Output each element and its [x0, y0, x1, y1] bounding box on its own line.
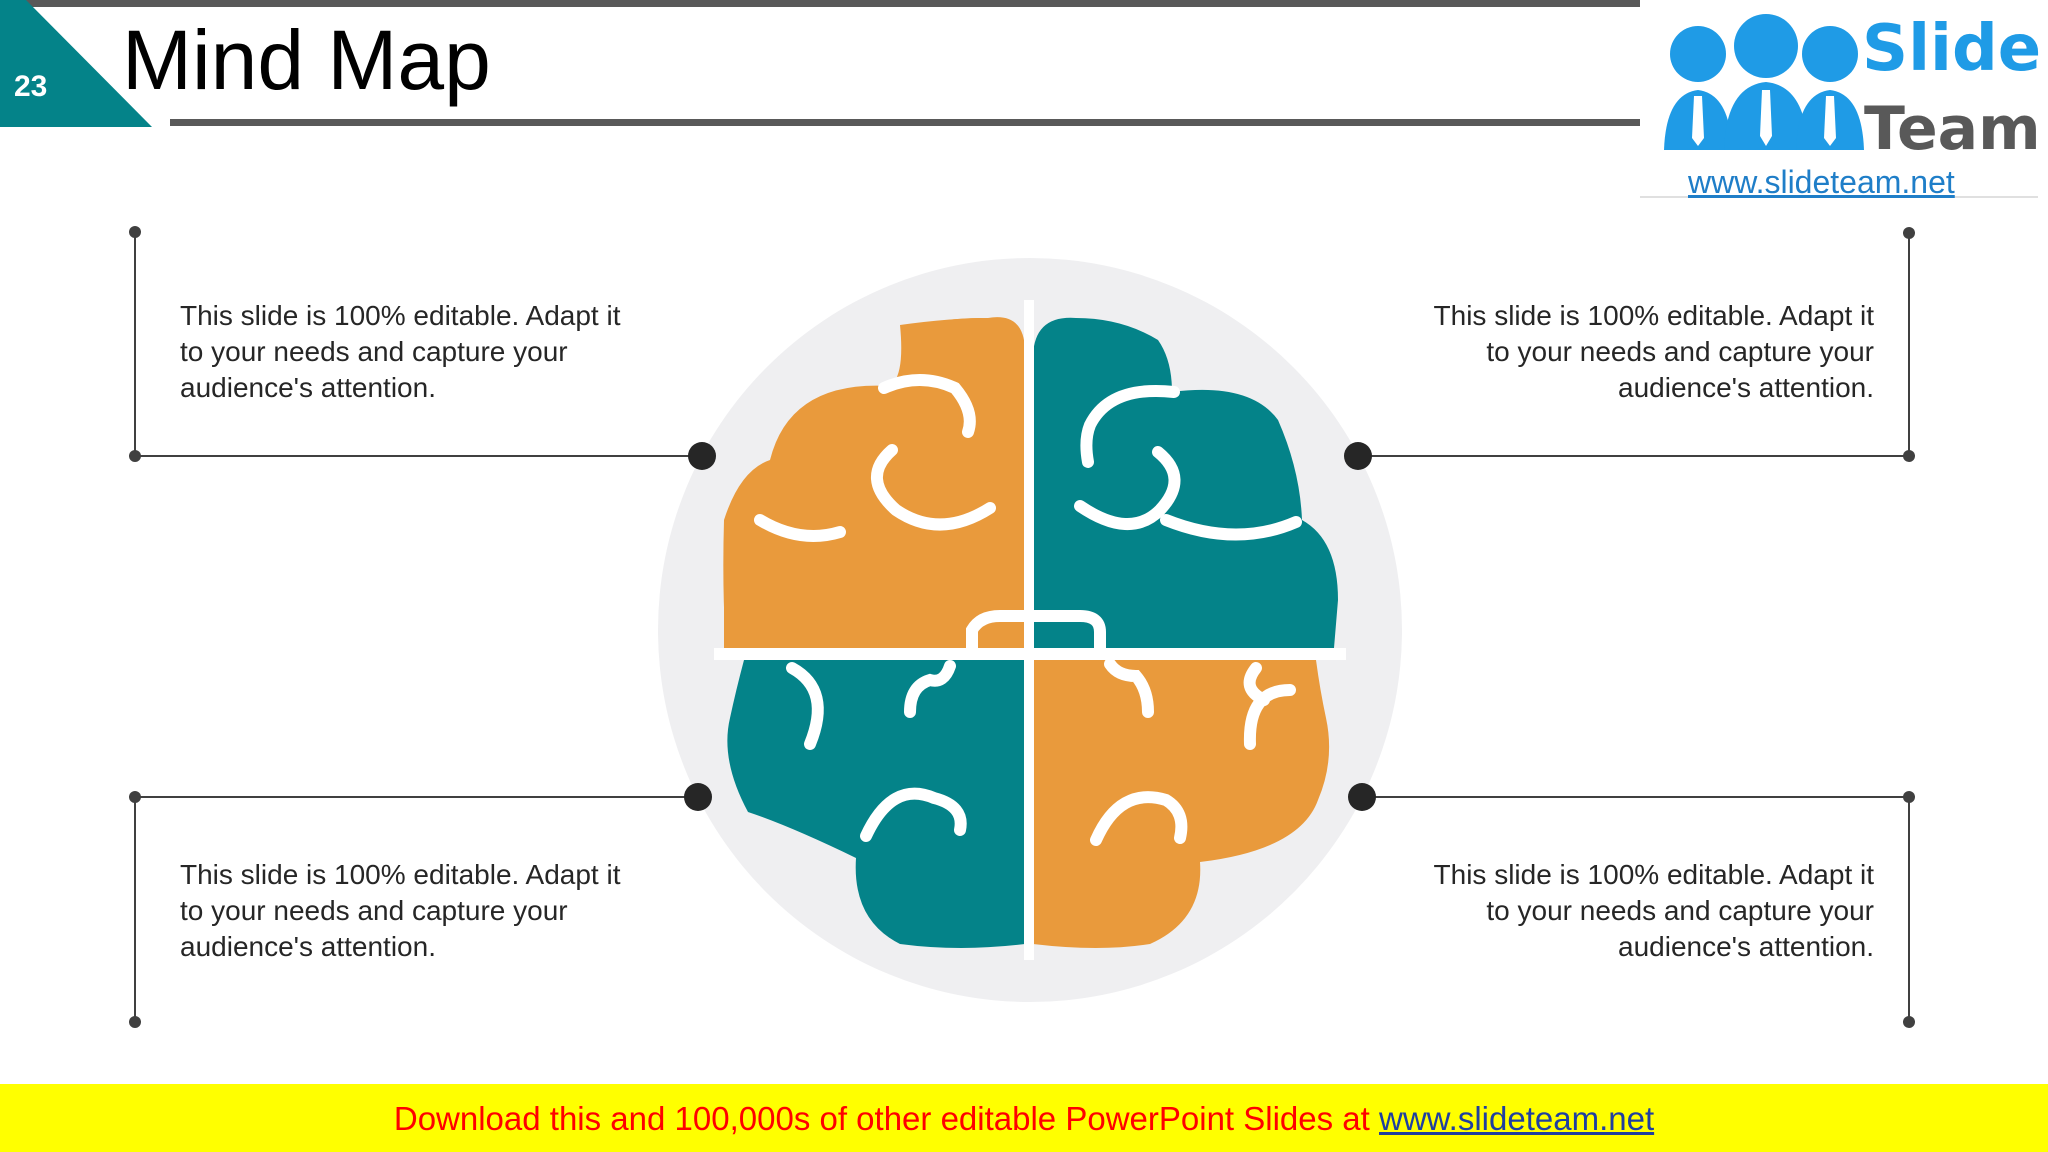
text-line: This slide is 100% editable. Adapt it: [1433, 859, 1874, 890]
text-line: to your needs and capture your: [1486, 336, 1874, 367]
logo-word-team: Team: [1864, 94, 2041, 164]
text-line: to your needs and capture your: [180, 336, 568, 367]
download-banner-text: Download this and 100,000s of other edit…: [0, 1100, 2048, 1138]
download-banner: Download this and 100,000s of other edit…: [0, 1084, 2048, 1152]
text-line: audience's attention.: [180, 372, 436, 403]
text-line: This slide is 100% editable. Adapt it: [180, 859, 621, 890]
text-block-top-right: This slide is 100% editable. Adapt it to…: [1354, 298, 1874, 406]
text-line: audience's attention.: [1618, 931, 1874, 962]
text-line: This slide is 100% editable. Adapt it: [1433, 300, 1874, 331]
text-line: to your needs and capture your: [1486, 895, 1874, 926]
brain-bottom-left-lobe: [727, 660, 1025, 948]
slideteam-logo: Slide Team www.slideteam.net: [1640, 0, 2042, 200]
text-line: audience's attention.: [180, 931, 436, 962]
logo-word-slide: Slide: [1862, 12, 2042, 86]
text-line: to your needs and capture your: [180, 895, 568, 926]
connector-dot-top-right: [1344, 442, 1372, 470]
text-line: audience's attention.: [1618, 372, 1874, 403]
download-banner-link[interactable]: www.slideteam.net: [1379, 1100, 1655, 1137]
connector-dot-top-left: [688, 442, 716, 470]
people-icon: [1664, 14, 1864, 150]
connector-dot-bottom-right: [1348, 783, 1376, 811]
slide-number-badge: [0, 0, 152, 127]
slide-title: Mind Map: [122, 13, 491, 107]
top-rule: [0, 0, 1640, 7]
download-banner-message: Download this and 100,000s of other edit…: [393, 1100, 1379, 1137]
connector-dot-bottom-left: [684, 783, 712, 811]
text-block-top-left: This slide is 100% editable. Adapt it to…: [180, 298, 700, 406]
slide-number: 23: [14, 70, 48, 103]
text-block-bottom-left: This slide is 100% editable. Adapt it to…: [180, 857, 700, 965]
text-block-bottom-right: This slide is 100% editable. Adapt it to…: [1354, 857, 1874, 965]
text-line: This slide is 100% editable. Adapt it: [180, 300, 621, 331]
logo-url-link[interactable]: www.slideteam.net: [1688, 164, 1955, 200]
title-underline: [170, 119, 1640, 126]
